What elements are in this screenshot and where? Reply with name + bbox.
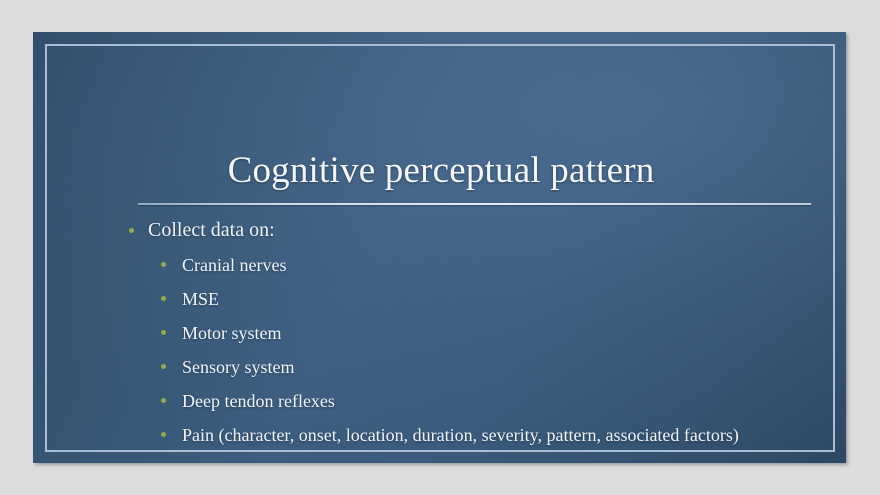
list-item-label: Collect data on: (148, 219, 275, 241)
list-item: Deep tendon reflexes (129, 389, 809, 413)
list-item-label: MSE (182, 289, 220, 309)
presentation-slide: Cognitive perceptual pattern Collect dat… (33, 32, 846, 463)
list-item-label: Pain (character, onset, location, durati… (182, 425, 739, 445)
list-item-label: Deep tendon reflexes (182, 391, 335, 411)
round-dot-bullet-icon (161, 364, 166, 369)
slide-body-list: Collect data on: Cranial nerves MSE Moto… (129, 218, 809, 447)
slide-title: Cognitive perceptual pattern (227, 149, 655, 191)
list-item: Collect data on: (129, 218, 809, 243)
round-dot-bullet-icon (161, 432, 166, 437)
list-item-label: Motor system (182, 323, 282, 343)
round-dot-bullet-icon (161, 262, 166, 267)
list-item-label: Cranial nerves (182, 255, 287, 275)
list-item: Cranial nerves (129, 253, 809, 277)
round-dot-bullet-icon (161, 398, 166, 403)
round-dot-bullet-icon (161, 330, 166, 335)
list-item: Pain (character, onset, location, durati… (129, 423, 809, 447)
round-dot-bullet-icon (161, 296, 166, 301)
list-item-label: Sensory system (182, 357, 295, 377)
list-item: Sensory system (129, 355, 809, 379)
round-dot-bullet-icon (129, 228, 134, 233)
list-item: Motor system (129, 321, 809, 345)
list-item: MSE (129, 287, 809, 311)
title-divider-rule (138, 203, 811, 205)
